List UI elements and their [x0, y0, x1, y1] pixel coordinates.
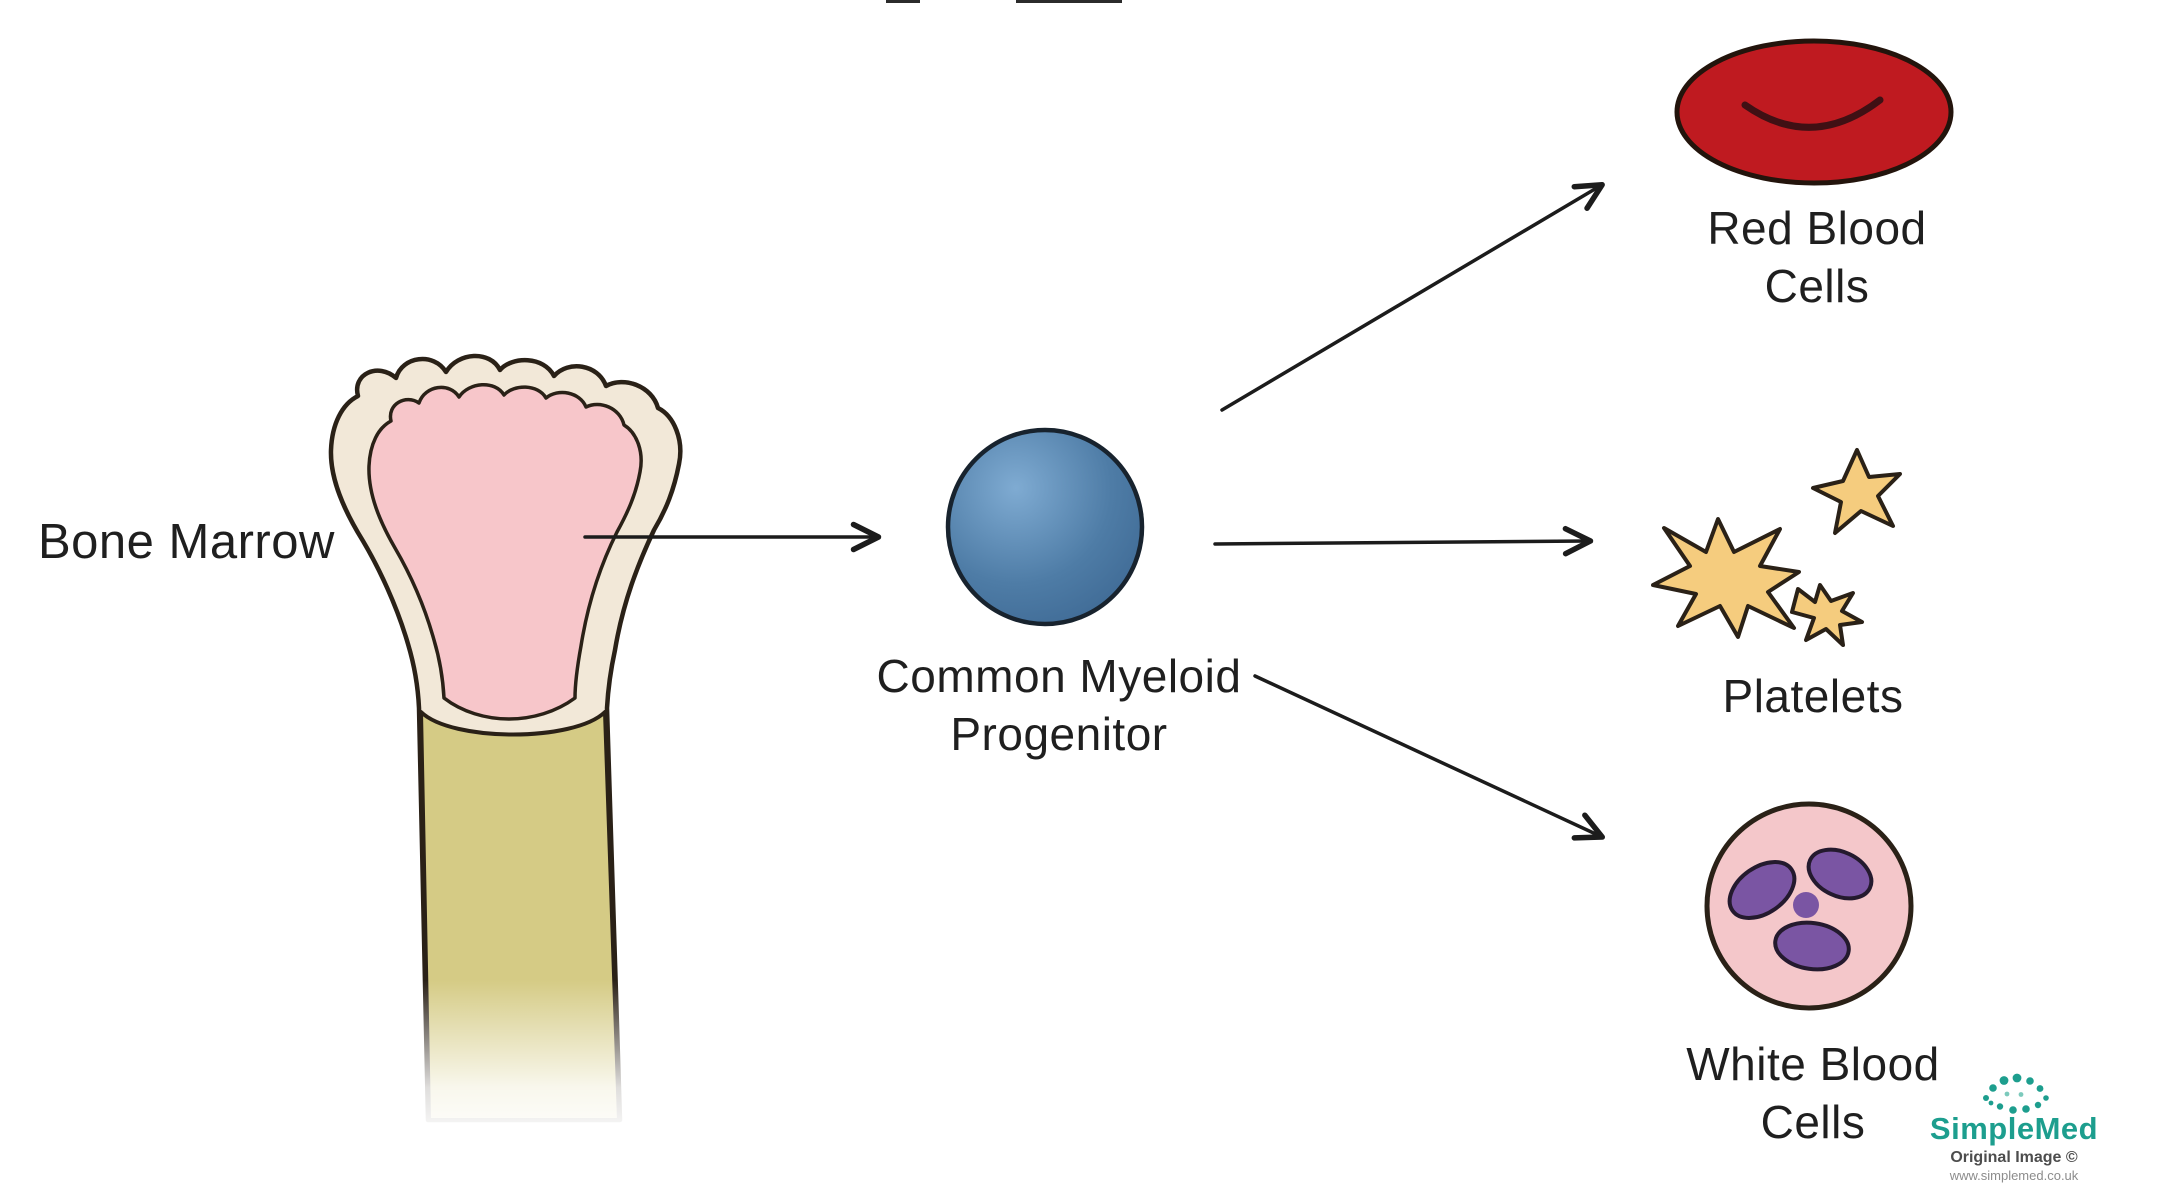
progenitor-label-line2: Progenitor	[950, 707, 1168, 760]
simplemed-url: www.simplemed.co.uk	[1949, 1167, 2079, 1183]
wbc-label-line1: White Blood	[1686, 1038, 1940, 1090]
bone-marrow-label: Bone Marrow	[38, 515, 335, 569]
rbc-label-line1: Red Blood	[1707, 202, 1927, 254]
wbc-label-line2: Cells	[1760, 1095, 1866, 1148]
rbc-label-line2: Cells	[1764, 259, 1870, 312]
progenitor-cell	[945, 427, 1145, 627]
rbc-body	[1674, 38, 1954, 186]
platelet-star	[1811, 448, 1902, 535]
arrow-progenitor-to-rbc	[1220, 181, 1605, 412]
top-edge-artifact	[886, 0, 1122, 3]
platelets-illustration	[1651, 448, 1902, 647]
white-blood-cells-label: White Blood Cells	[1613, 1036, 2013, 1151]
wbc-nucleus	[1727, 847, 1874, 972]
red-blood-cell-illustration	[1674, 38, 1954, 186]
platelet-large	[1651, 517, 1801, 639]
progenitor-label: Common Myeloid Progenitor	[829, 648, 1289, 763]
arrows	[583, 181, 1606, 841]
platelets-label: Platelets	[1722, 670, 1904, 722]
rbc-dimple	[1741, 96, 1884, 131]
white-blood-cell-illustration	[1704, 801, 1914, 1011]
progenitor-label-line1: Common Myeloid	[876, 650, 1242, 702]
red-blood-cells-label: Red Blood Cells	[1617, 200, 2017, 315]
simplemed-attribution: Original Image ©	[1950, 1149, 2078, 1167]
arrow-progenitor-to-platelets	[1213, 525, 1594, 557]
simplemed-logo-icon	[1983, 1073, 2049, 1114]
shaft-fade	[280, 980, 760, 1195]
arrow-progenitor-to-wbc	[1253, 674, 1606, 841]
platelet-small	[1790, 583, 1864, 647]
bone-illustration	[280, 353, 760, 1195]
simplemed-brand: SimpleMed	[1929, 1111, 2099, 1147]
simplemed-watermark: SimpleMed Original Image © www.simplemed…	[1889, 1068, 2139, 1183]
bone-marrow-region	[367, 383, 643, 721]
